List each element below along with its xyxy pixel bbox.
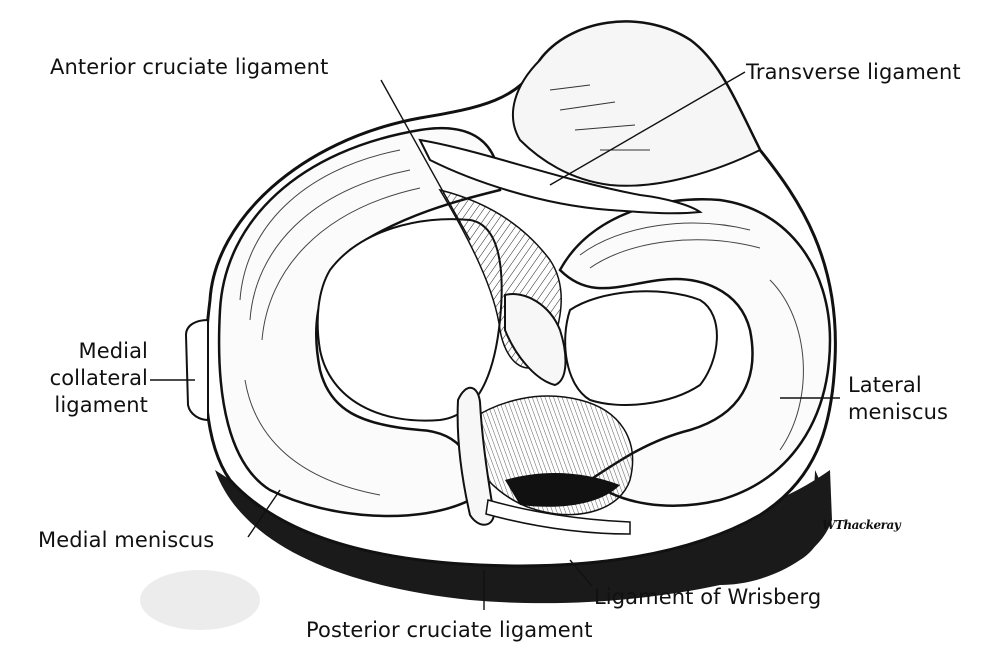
medial-articular-surface bbox=[316, 218, 503, 422]
mcl-shape bbox=[184, 318, 209, 422]
mcl-line-3: ligament bbox=[54, 393, 148, 417]
lateral-articular-surface bbox=[564, 290, 718, 406]
lateral-meniscus-shape bbox=[558, 198, 832, 507]
lateral-shadow bbox=[720, 470, 826, 585]
label-posterior-cruciate-ligament: Posterior cruciate ligament bbox=[306, 618, 593, 642]
leader-transverse bbox=[549, 71, 746, 186]
medial-meniscus-texture bbox=[239, 149, 421, 496]
label-transverse-ligament: Transverse ligament bbox=[746, 60, 961, 84]
mcl-line-1: Medial bbox=[78, 339, 148, 363]
leader-medial-meniscus bbox=[247, 489, 281, 538]
tibia-base bbox=[215, 470, 832, 604]
label-medial-meniscus: Medial meniscus bbox=[38, 528, 215, 552]
lateral-line-2: meniscus bbox=[848, 400, 949, 424]
intercondylar-eminence bbox=[511, 20, 762, 187]
acl-stump bbox=[504, 293, 567, 387]
label-lateral-meniscus: Lateral meniscus bbox=[848, 372, 948, 426]
leader-acl bbox=[380, 79, 471, 241]
mcl-line-2: collateral bbox=[49, 366, 148, 390]
artist-signature: WThackeray bbox=[822, 518, 901, 532]
wrisberg-shape bbox=[485, 499, 631, 535]
label-anterior-cruciate-ligament: Anterior cruciate ligament bbox=[50, 55, 329, 79]
leader-lines bbox=[150, 71, 840, 610]
watermark-shape bbox=[140, 570, 260, 630]
label-medial-collateral-ligament: Medial collateral ligament bbox=[40, 338, 148, 419]
label-ligament-of-wrisberg: Ligament of Wrisberg bbox=[594, 585, 822, 609]
pcl-dark-gap bbox=[505, 473, 620, 507]
transverse-ligament-shape bbox=[418, 138, 703, 215]
leader-wrisberg bbox=[569, 559, 593, 587]
lateral-line-1: Lateral bbox=[848, 373, 922, 397]
eminence-texture bbox=[549, 84, 650, 151]
medial-meniscus-shape bbox=[217, 126, 502, 518]
lateral-meniscus-texture bbox=[579, 222, 804, 451]
